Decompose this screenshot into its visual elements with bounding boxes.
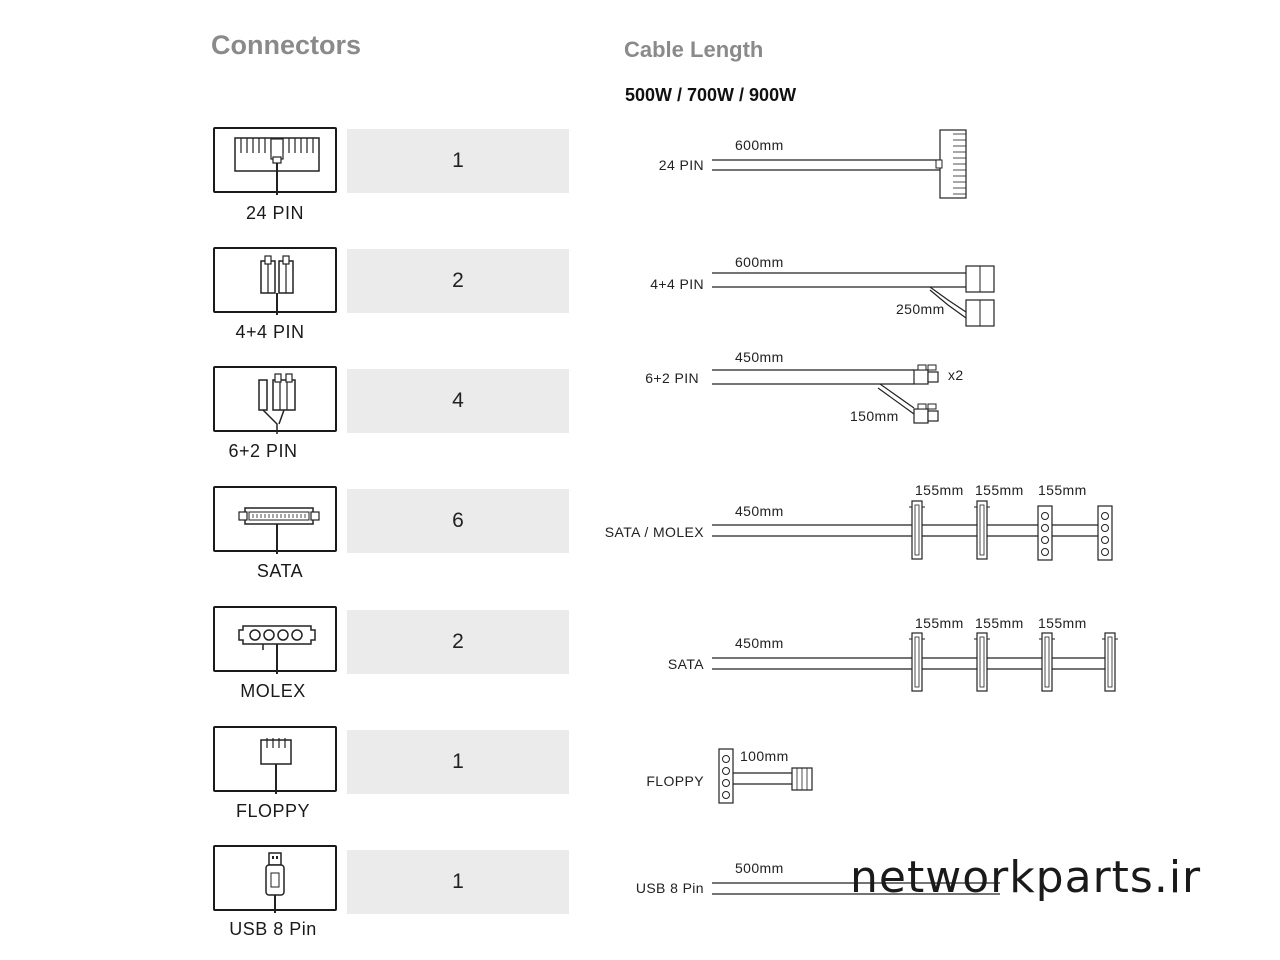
- cable-length-4plus4pin-branch: 250mm: [896, 301, 945, 317]
- cable-multiplier-6plus2pin: x2: [948, 367, 964, 383]
- quantity-sata: 6: [347, 489, 569, 553]
- connector-label-6plus2pin: 6+2 PIN: [228, 441, 298, 461]
- connector-label-sata: SATA: [256, 561, 304, 581]
- connector-label-floppy: FLOPPY: [235, 801, 311, 821]
- cable-length-floppy: 100mm: [740, 748, 789, 764]
- cable-24pin: 24 PIN 600mm: [659, 129, 967, 199]
- sata-connector-icon: [213, 486, 337, 554]
- cable-label-sata-molex: SATA / MOLEX: [605, 524, 704, 540]
- cable-length-sata-molex-seg1: 155mm: [915, 482, 964, 498]
- quantity-4plus4pin: 2: [347, 249, 569, 313]
- cable-length-24pin: 600mm: [735, 137, 784, 153]
- connector-label-molex: MOLEX: [240, 681, 306, 701]
- cable-length-heading: Cable Length: [624, 37, 764, 62]
- cable-length-sata-main: 450mm: [735, 635, 784, 651]
- cable-label-24pin: 24 PIN: [659, 157, 704, 173]
- quantity-floppy: 1: [347, 730, 569, 794]
- cable-sata-molex: SATA / MOLEX 450mm 155mm 155mm 155mm: [605, 482, 1113, 561]
- quantity-6plus2pin: 4: [347, 369, 569, 433]
- cable-6plus2pin: 6+2 PIN 450mm 150mm x2: [645, 349, 963, 424]
- cable-label-6plus2pin: 6+2 PIN: [645, 370, 699, 386]
- floppy-connector-icon: [213, 726, 337, 794]
- quantity-molex: 2: [347, 610, 569, 674]
- usb-connector-icon: [213, 845, 337, 913]
- cable-sata: SATA 450mm 155mm 155mm 155mm: [668, 615, 1119, 692]
- molex-connector-icon: [213, 606, 337, 674]
- quantity-24pin: 1: [347, 129, 569, 193]
- watermark-logo: networkparts.ir: [850, 852, 1202, 903]
- cable-usb8pin: USB 8 Pin 500mm: [636, 860, 1000, 896]
- cable-floppy: FLOPPY 100mm: [646, 748, 813, 804]
- cable-length-sata-seg2: 155mm: [975, 615, 1024, 631]
- cpu-4plus4-pin-icon: [213, 247, 337, 315]
- cable-length-6plus2pin-branch: 150mm: [850, 408, 899, 424]
- cable-length-6plus2pin-main: 450mm: [735, 349, 784, 365]
- cable-length-4plus4pin-main: 600mm: [735, 254, 784, 270]
- connector-label-4plus4pin: 4+4 PIN: [235, 322, 305, 342]
- cable-length-sata-molex-seg2: 155mm: [975, 482, 1024, 498]
- wattage-heading: 500W / 700W / 900W: [625, 85, 797, 105]
- cable-label-sata: SATA: [668, 656, 704, 672]
- quantity-usb8pin: 1: [347, 850, 569, 914]
- connectors-heading: Connectors: [211, 30, 362, 60]
- cable-length-sata-seg3: 155mm: [1038, 615, 1087, 631]
- connector-label-usb8pin: USB 8 Pin: [229, 919, 317, 939]
- cable-label-usb8pin: USB 8 Pin: [636, 880, 704, 896]
- cable-label-4plus4pin: 4+4 PIN: [650, 276, 704, 292]
- cable-label-floppy: FLOPPY: [646, 773, 704, 789]
- cable-length-usb8pin: 500mm: [735, 860, 784, 876]
- cable-length-sata-seg1: 155mm: [915, 615, 964, 631]
- atx-24pin-icon: [213, 127, 337, 195]
- connector-label-24pin: 24 PIN: [245, 203, 305, 223]
- cable-length-sata-molex-main: 450mm: [735, 503, 784, 519]
- cable-4plus4pin: 4+4 PIN 600mm 250mm: [650, 254, 995, 327]
- cable-length-sata-molex-seg3: 155mm: [1038, 482, 1087, 498]
- pcie-6plus2-pin-icon: [213, 366, 337, 434]
